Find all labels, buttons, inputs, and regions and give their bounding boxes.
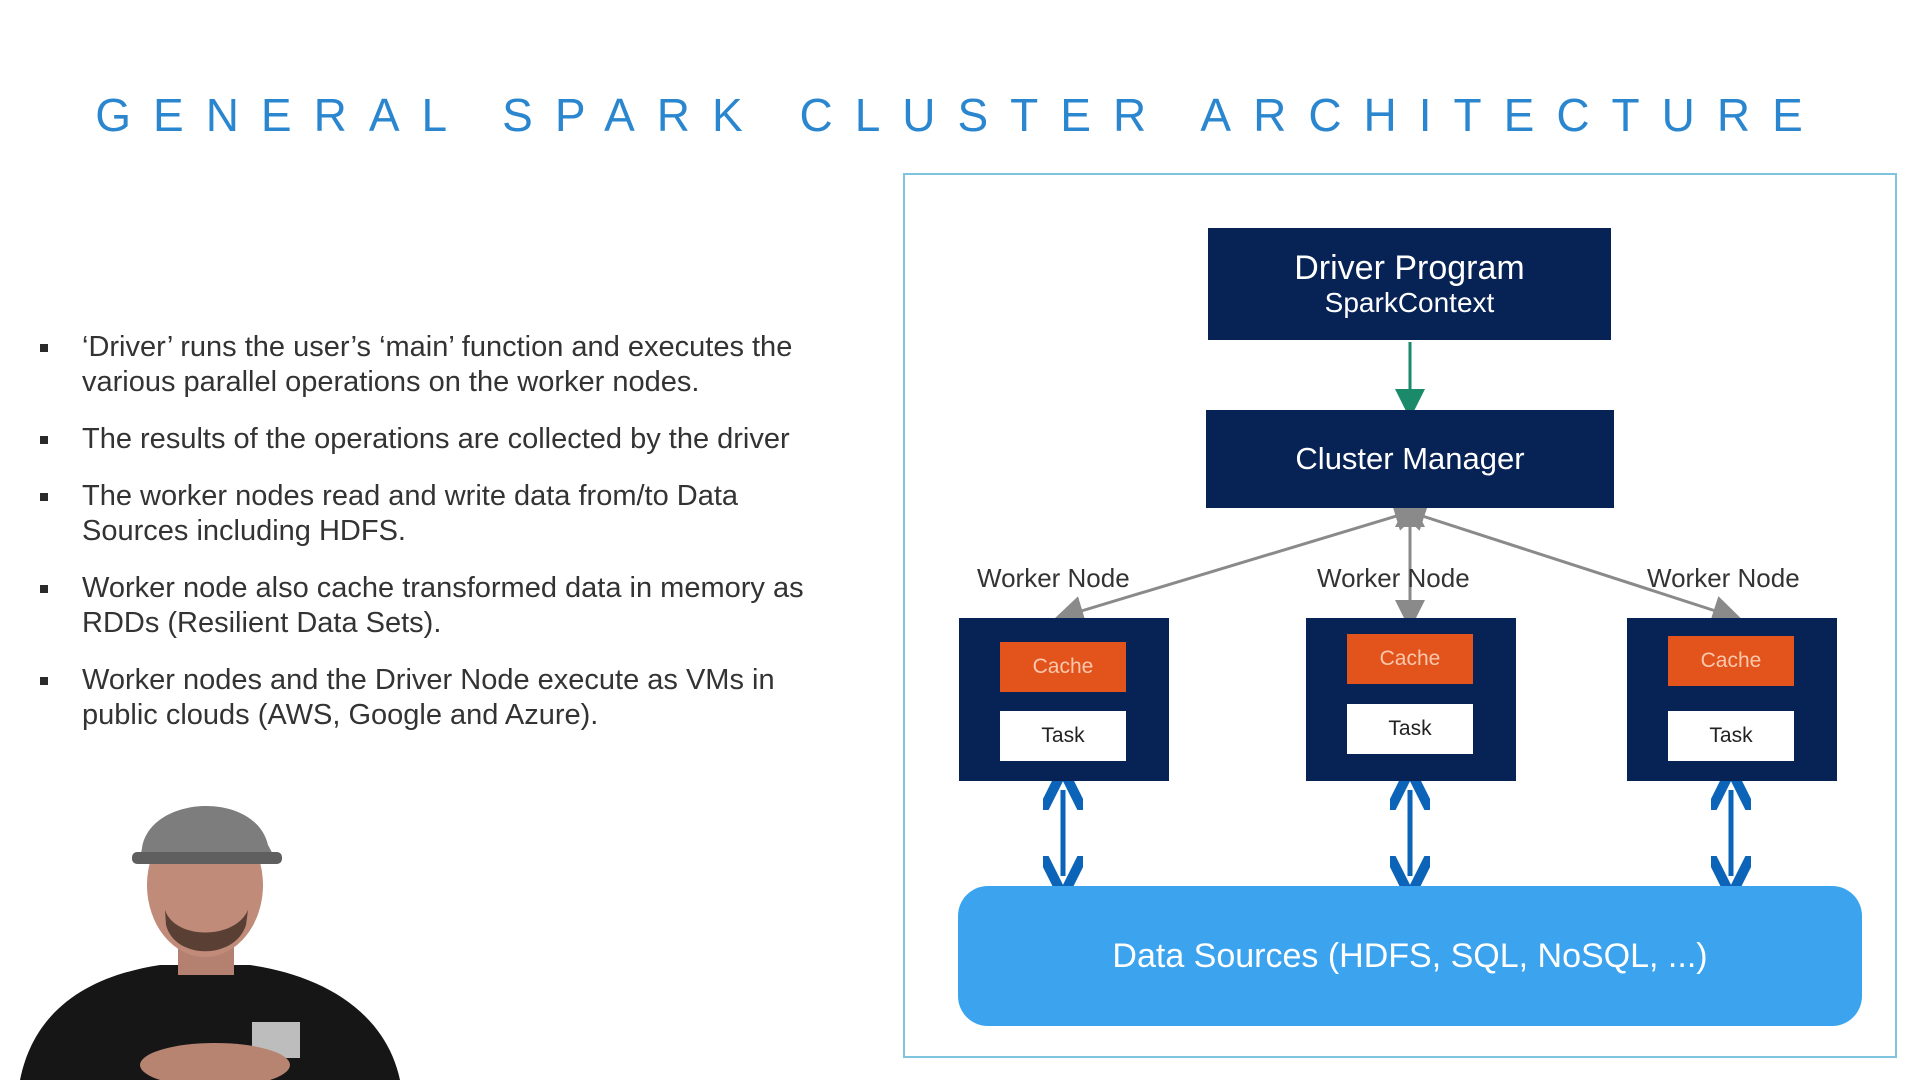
bullet-text: The worker nodes read and write data fro… — [82, 480, 739, 547]
bullet-icon — [40, 344, 48, 352]
bullet-text: Worker node also cache transformed data … — [82, 572, 804, 639]
worker-node-label: Worker Node — [1647, 563, 1800, 593]
bullet-icon — [40, 677, 48, 685]
bullet-text: Worker nodes and the Driver Node execute… — [82, 664, 775, 731]
presenter-cap — [140, 805, 275, 860]
data-sources-node: Data Sources (HDFS, SQL, NoSQL, ...) — [958, 886, 1862, 1026]
bullet-item: Worker nodes and the Driver Node execute… — [38, 663, 848, 733]
slide-title: GENERAL SPARK CLUSTER ARCHITECTURE — [95, 89, 1825, 141]
bullet-icon — [40, 585, 48, 593]
cluster-to-worker-1-connector — [1053, 501, 1425, 626]
data-sources-label: Data Sources (HDFS, SQL, NoSQL, ...) — [1112, 936, 1708, 975]
presenter-beard — [165, 910, 248, 952]
bullet-item: The worker nodes read and write data fro… — [38, 479, 848, 549]
presenter-hands — [140, 1043, 290, 1080]
cluster-manager-label: Cluster Manager — [1295, 441, 1525, 476]
cache-box: Cache — [1347, 634, 1473, 684]
cache-box: Cache — [1668, 636, 1794, 686]
presenter-body — [20, 965, 400, 1080]
cluster-manager-node: Cluster Manager — [1206, 410, 1614, 508]
task-box: Task — [1668, 711, 1794, 761]
bullet-text: ‘Driver’ runs the user’s ‘main’ function… — [82, 331, 793, 398]
bullet-item: Worker node also cache transformed data … — [38, 571, 848, 641]
bullet-icon — [40, 493, 48, 501]
bullet-list: ‘Driver’ runs the user’s ‘main’ function… — [38, 330, 848, 755]
presenter-video-overlay — [20, 805, 400, 1080]
cache-box: Cache — [1000, 642, 1126, 692]
driver-program-node: Driver Program SparkContext — [1208, 228, 1611, 340]
diagram-frame — [903, 173, 1897, 1058]
task-box: Task — [1000, 711, 1126, 761]
cluster-to-worker-3-connector — [1395, 502, 1743, 625]
bullet-text: The results of the operations are collec… — [82, 423, 790, 455]
worker-node-2: Cache Task — [1306, 618, 1516, 781]
worker-node-label: Worker Node — [977, 563, 1130, 593]
bullet-item: The results of the operations are collec… — [38, 422, 848, 457]
driver-program-label: Driver Program — [1294, 249, 1525, 287]
worker-node-label: Worker Node — [1317, 563, 1470, 593]
bullet-icon — [40, 436, 48, 444]
bullet-item: ‘Driver’ runs the user’s ‘main’ function… — [38, 330, 848, 400]
worker-node-3: Cache Task — [1627, 618, 1837, 781]
presenter-cap-brim — [132, 852, 282, 864]
spark-context-label: SparkContext — [1324, 287, 1495, 318]
worker-node-1: Cache Task — [959, 618, 1169, 781]
task-box: Task — [1347, 704, 1473, 754]
